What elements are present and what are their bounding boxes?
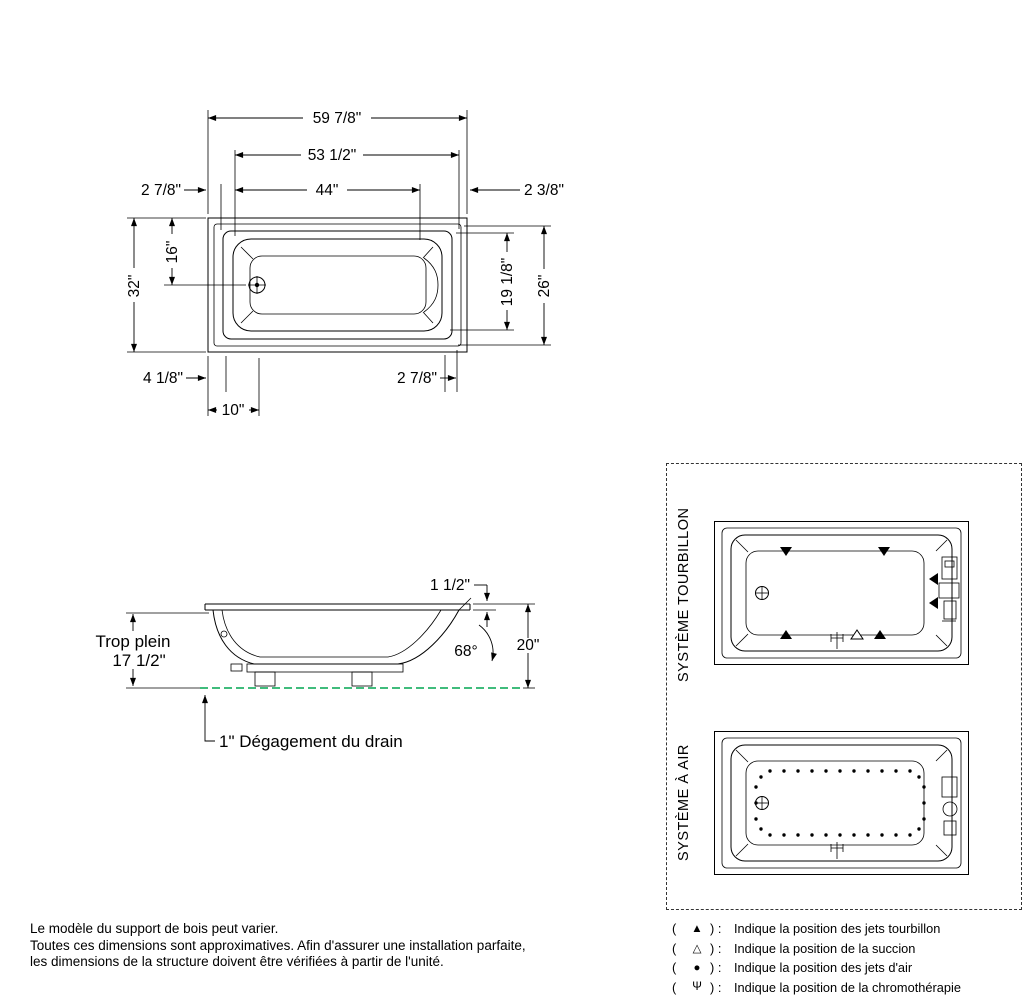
note-line-2: Toutes ces dimensions sont approximative… <box>30 937 526 953</box>
legend-close-paren: ) : <box>710 960 722 976</box>
dim-label-total-height: 20" <box>517 637 540 654</box>
dim-label-right-edge: 2 3/8" <box>524 182 564 199</box>
legend-label: Indique la position des jets tourbillon <box>734 921 941 937</box>
legend-row-jets-air: ( ● ) : Indique la position des jets d'a… <box>672 958 961 978</box>
suction-icon <box>850 629 864 640</box>
overflow-label: Trop plein <box>96 632 171 651</box>
dim-drain-offset-top: 16" <box>127 217 246 286</box>
legend-open-paren: ( <box>672 979 677 995</box>
dim-inner-length: 44" <box>220 182 421 240</box>
dim-drain-clearance: 1" Dégagement du drain <box>202 695 403 751</box>
legend-close-paren: ) : <box>710 940 722 956</box>
dim-left-edge: 2 7/8" <box>141 182 206 199</box>
legend-row-chromotherapie: ( Ψ ) : Indique la position de la chromo… <box>672 978 961 998</box>
air-jet-icons <box>754 769 926 837</box>
drain-stub <box>230 663 243 672</box>
dim-bottom-right-edge: 2 7/8" <box>397 350 458 392</box>
legend-row-succion: ( △ ) : Indique la position de la succio… <box>672 939 961 959</box>
dim-label-rim-height: 1 1/2" <box>430 577 470 594</box>
whirlpool-jet-icon: ▲ <box>691 922 703 935</box>
dim-bottom-left-edge: 4 1/8" <box>143 356 227 416</box>
systems-panel <box>666 463 1022 910</box>
dim-label-rim-width: 26" <box>536 275 553 298</box>
whirlpool-jet-icons <box>780 547 938 639</box>
chromotherapy-icon <box>830 842 844 862</box>
dim-label-bottom-left-edge: 4 1/8" <box>143 370 183 387</box>
air-system-drawing <box>714 731 969 875</box>
dim-right-edge: 2 3/8" <box>469 182 564 199</box>
main-drawing: 59 7/8" 53 1/2" 44" 2 7/8" 2 3/8" <box>96 110 564 751</box>
dim-label-overall-width: 32" <box>126 275 143 298</box>
legend-close-paren: ) : <box>710 979 722 995</box>
support-foot-right <box>351 671 373 687</box>
dim-overall-length: 59 7/8" <box>207 110 468 214</box>
suction-icon: △ <box>692 943 702 956</box>
drain-icon <box>755 586 769 600</box>
legend: ( ▲ ) : Indique la position des jets tou… <box>672 919 961 997</box>
dim-label-overflow-height: 17 1/2" <box>112 651 165 670</box>
dim-label-rim-length: 53 1/2" <box>308 147 357 164</box>
dim-rim-length: 53 1/2" <box>234 147 460 236</box>
chromotherapy-icon <box>830 632 844 652</box>
dim-label-left-edge: 2 7/8" <box>141 182 181 199</box>
note-line-3: les dimensions de la structure doivent ê… <box>30 954 444 969</box>
legend-open-paren: ( <box>672 940 677 956</box>
drain-icon <box>248 276 266 294</box>
wood-support <box>246 663 404 673</box>
chromotherapy-icon: Ψ <box>692 981 702 994</box>
legend-close-paren: ) : <box>710 921 722 937</box>
dim-total-height: 20" <box>473 603 543 689</box>
legend-open-paren: ( <box>672 960 677 976</box>
legend-row-jets-tourbillon: ( ▲ ) : Indique la position des jets tou… <box>672 919 961 939</box>
tub-outline <box>714 521 969 665</box>
support-foot-left <box>254 671 276 687</box>
overflow-fitting-icon <box>220 630 228 638</box>
legend-label: Indique la position de la chromothérapie <box>734 979 961 995</box>
dim-label-inner-length: 44" <box>316 182 339 199</box>
dim-label-drain-clearance: 1" Dégagement du drain <box>219 732 403 751</box>
dim-overflow-height: Trop plein 17 1/2" <box>96 612 209 686</box>
system-tourbillon-label: SYSTÈME TOURBILLON <box>676 507 692 683</box>
tub-side-view <box>126 603 520 689</box>
tourbillon-system-drawing <box>714 521 969 665</box>
dim-rim-width: 26" <box>458 225 553 346</box>
dim-rim-height: 1 1/2" <box>430 577 496 627</box>
note-line-1: Le modèle du support de bois peut varier… <box>30 921 279 936</box>
dim-label-drain-offset-left: 10" <box>222 402 245 419</box>
legend-label: Indique la position des jets d'air <box>734 960 913 976</box>
dim-drain-offset-left: 10" <box>208 358 260 419</box>
dim-label-backrest-angle: 68° <box>454 643 477 660</box>
tub-top-view <box>207 217 468 353</box>
blower-assembly-icon <box>941 776 958 836</box>
dim-label-drain-offset-top: 16" <box>164 241 181 264</box>
pump-assembly-icon <box>938 556 960 622</box>
dim-backrest-angle: 68° <box>454 597 497 662</box>
tub-outline <box>714 731 969 875</box>
dim-label-overall-length: 59 7/8" <box>313 110 362 127</box>
dim-label-inner-width: 19 1/8" <box>499 258 516 307</box>
dim-overall-width: 32" <box>126 218 206 353</box>
legend-open-paren: ( <box>672 921 677 937</box>
notes: Le modèle du support de bois peut varier… <box>30 921 526 971</box>
air-jet-icon: ● <box>693 961 701 974</box>
dim-label-bottom-right-edge: 2 7/8" <box>397 370 437 387</box>
system-air-label: SYSTÈME À AIR <box>676 744 692 862</box>
legend-label: Indique la position de la succion <box>734 940 916 956</box>
dim-inner-width: 19 1/8" <box>450 232 516 331</box>
